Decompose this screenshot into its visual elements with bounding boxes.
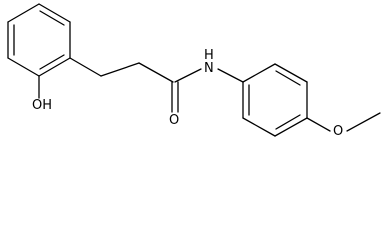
carbonyl-oxygen-label: O [168, 113, 181, 128]
double-bond-inner [39, 10, 65, 26]
bond [38, 57, 71, 77]
bond [274, 117, 308, 137]
hydroxyl-label: OH [31, 98, 54, 113]
chain-bond [69, 57, 102, 77]
bond [242, 63, 276, 83]
methoxyphenyl-ring [242, 63, 308, 137]
methoxy-bond [306, 117, 331, 132]
molecule-structure-diagram: OH O H N O [7, 3, 381, 139]
amide-bond [174, 68, 202, 83]
bond-drawing [7, 3, 381, 137]
bond [38, 3, 71, 23]
bond [7, 57, 40, 77]
methoxy-oxygen-label: O [332, 124, 345, 139]
n-aryl-bond [217, 68, 244, 83]
amide-hydrogen-label: H [203, 48, 215, 63]
phenol-ring [7, 3, 71, 77]
chain-bond [138, 62, 174, 83]
bond [242, 117, 276, 137]
bond [7, 3, 40, 23]
double-bond-inner [275, 70, 301, 86]
double-bond-inner [275, 114, 301, 130]
chain-bond [100, 62, 140, 77]
bond [274, 63, 308, 83]
amide-nitrogen-label: N [203, 61, 215, 76]
methyl-bond [346, 112, 381, 132]
double-bond-inner [39, 54, 65, 70]
